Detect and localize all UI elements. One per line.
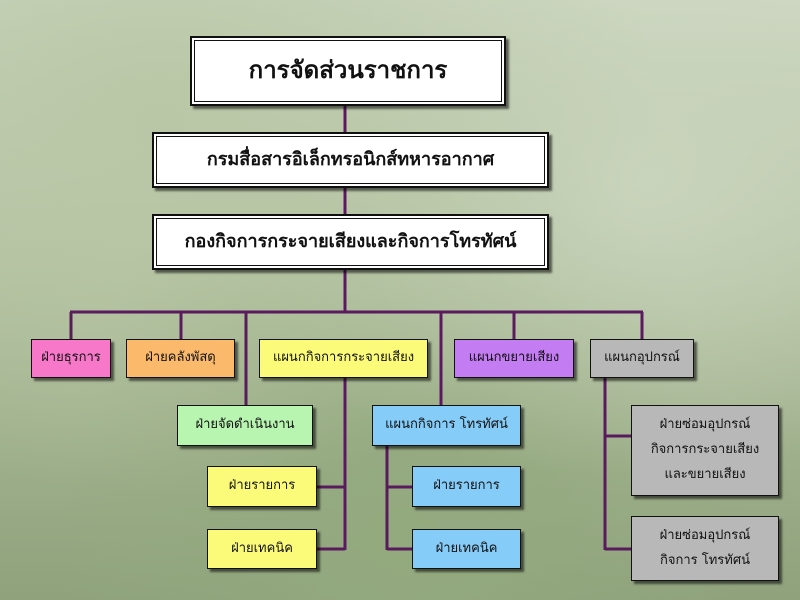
line: และขยายเสียง bbox=[664, 466, 746, 482]
line: ฝ่ายซ่อมอุปกรณ์ bbox=[659, 527, 751, 543]
unit-sound: แผนกขยายเสียง bbox=[454, 339, 574, 378]
chart-title: การจัดส่วนราชการ bbox=[190, 36, 506, 106]
unit-supply: ฝ่ายคลังพัสดุ bbox=[126, 339, 235, 378]
tv-programs: ฝ่ายรายการ bbox=[412, 466, 521, 507]
line: กิจการกระจายเสียง bbox=[650, 442, 760, 458]
tv-technical: ฝ่ายเทคนิค bbox=[412, 529, 521, 569]
unit-equipment: แผนกอุปกรณ์ bbox=[590, 339, 694, 378]
department-box: กรมสื่อสารอิเล็กทรอนิกส์ทหารอากาศ bbox=[152, 132, 549, 188]
equipment-repair-tv: ฝ่ายซ่อมอุปกรณ์ กิจการ โทรทัศน์ bbox=[631, 516, 779, 581]
division-box: กองกิจการกระจายเสียงและกิจการโทรทัศน์ bbox=[152, 214, 549, 270]
unit-operations: ฝ่ายจัดดำเนินงาน bbox=[177, 405, 313, 446]
unit-tv: แผนกกิจการ โทรทัศน์ bbox=[372, 405, 521, 446]
radio-technical: ฝ่ายเทคนิค bbox=[207, 529, 317, 569]
line: กิจการ โทรทัศน์ bbox=[659, 552, 751, 568]
line: ฝ่ายซ่อมอุปกรณ์ bbox=[659, 417, 751, 433]
equipment-repair-radio: ฝ่ายซ่อมอุปกรณ์ กิจการกระจายเสียง และขยา… bbox=[631, 405, 779, 496]
unit-admin: ฝ่ายธุรการ bbox=[31, 339, 111, 378]
radio-programs: ฝ่ายรายการ bbox=[207, 466, 317, 507]
unit-radio: แผนกกิจการกระจายเสียง bbox=[259, 339, 428, 378]
